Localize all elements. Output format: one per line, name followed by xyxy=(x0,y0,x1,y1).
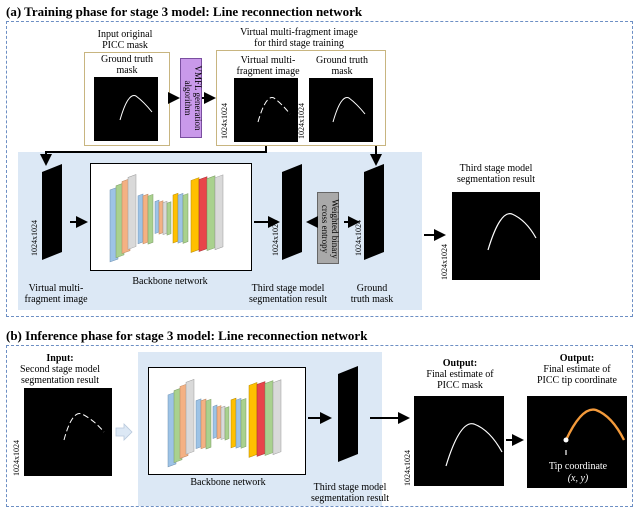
inference-input-bold: Input: xyxy=(46,353,74,364)
third-stage-caption: Third stage model segmentation result xyxy=(248,283,328,305)
backbone-caption: Backbone network xyxy=(132,276,208,287)
input-gt-label: Ground truth mask xyxy=(101,54,153,76)
input-gt-mask-image xyxy=(94,77,158,141)
input-original-title: Input original PICC mask xyxy=(97,29,153,51)
panel-a-frame xyxy=(6,21,633,317)
inference-third-caption: Third stage model segmentation result xyxy=(310,482,390,504)
output-mask-text: Final estimate of PICC mask xyxy=(426,369,494,391)
curve-inference-input xyxy=(63,413,105,441)
inference-input-label: Input: Second stage model segmentation r… xyxy=(8,353,112,386)
output-tip-label: Output: Final estimate of PICC tip coord… xyxy=(520,353,634,386)
tip-point xyxy=(563,437,569,443)
curve-output-mask xyxy=(445,423,503,467)
inference-input-text: Second stage model segmentation result xyxy=(20,364,100,386)
virtual-image-label: Virtual multi- fragment image xyxy=(236,55,300,77)
virtual-gt-mask-image xyxy=(309,78,373,142)
backbone-layers-b xyxy=(167,379,282,468)
output-mask-bold: Output: xyxy=(442,358,478,369)
curve-virtual xyxy=(257,97,291,123)
inference-input-image xyxy=(24,388,112,476)
output-tip-bold: Output: xyxy=(559,353,595,364)
panel-b-title: (b) Inference phase for stage 3 model: L… xyxy=(6,328,368,343)
curve-input-gt xyxy=(119,95,153,121)
curve-virtual-gt xyxy=(332,97,366,123)
train-gt-caption: Ground truth mask xyxy=(350,283,394,305)
virtual-gt-label: Ground truth mask xyxy=(316,55,368,77)
inference-input-arrow xyxy=(115,423,133,441)
curve-output-tip xyxy=(564,408,626,441)
panel-a-title: (a) Training phase for stage 3 model: Li… xyxy=(6,4,363,19)
output-mask-label: Output: Final estimate of PICC mask xyxy=(405,358,515,391)
output-mask-image xyxy=(414,396,504,486)
panel-b-frame xyxy=(6,345,633,507)
train-input-caption: Virtual multi- fragment image xyxy=(24,283,88,305)
output-tip-text: Final estimate of PICC tip coordinate xyxy=(537,364,617,386)
vmfl-algorithm-box xyxy=(180,58,202,138)
loss-function-box xyxy=(317,192,339,264)
backbone-layers-a xyxy=(109,174,224,263)
output-tip-image xyxy=(527,396,627,488)
virtual-set-title: Virtual multi-fragment image for third s… xyxy=(240,27,358,49)
third-stage-result-image xyxy=(452,192,540,280)
tip-coordinate-label: Tip coordinate xyxy=(548,461,608,472)
inference-backbone-caption: Backbone network xyxy=(190,477,266,488)
tip-coordinate-value: (x, y) xyxy=(567,473,589,484)
virtual-fragment-image xyxy=(234,78,298,142)
curve-result xyxy=(487,213,537,251)
result-title: Third stage model segmentation result xyxy=(456,163,536,185)
